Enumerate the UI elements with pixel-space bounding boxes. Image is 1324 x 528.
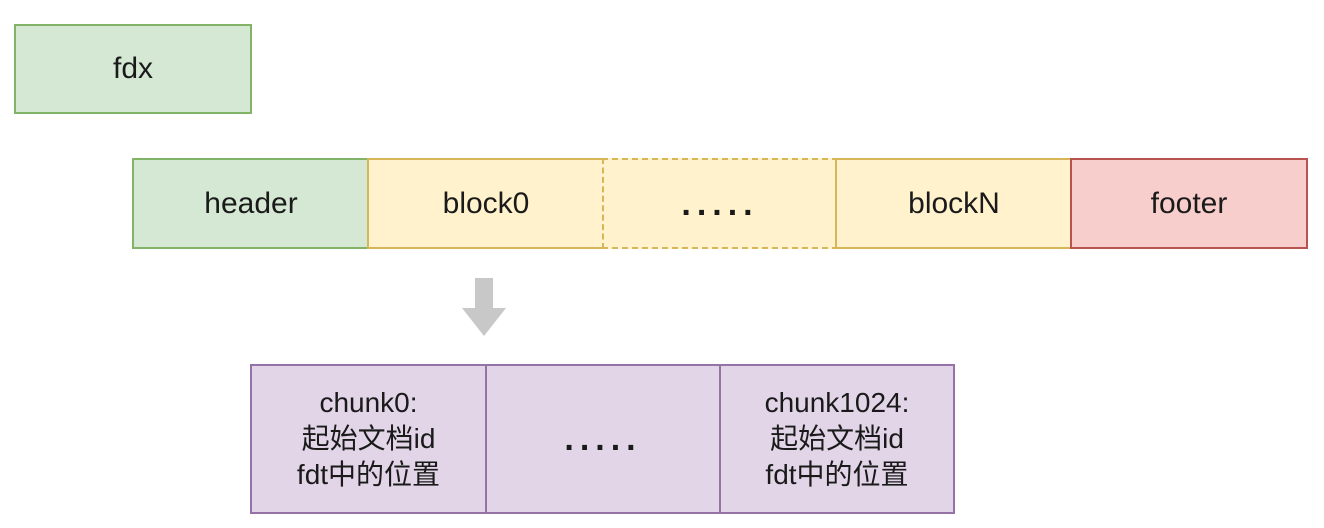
footer-node: footer xyxy=(1070,158,1308,249)
down-arrow-icon xyxy=(462,278,506,336)
block0-label: block0 xyxy=(442,186,530,220)
chunk1024-start-doc-id: 起始文档id xyxy=(770,423,904,454)
blockN-node: blockN xyxy=(835,158,1073,249)
blocks-ellipsis-node: ..... xyxy=(602,158,838,249)
blocks-ellipsis-label: ..... xyxy=(681,184,759,223)
chunks-ellipsis-label: ..... xyxy=(564,420,642,458)
chunk0-title: chunk0: xyxy=(319,387,418,418)
chunk1024-node: chunk1024: 起始文档id fdt中的位置 xyxy=(719,364,955,514)
chunk0-fdt-position: fdt中的位置 xyxy=(296,459,441,490)
block0-node: block0 xyxy=(367,158,605,249)
chunk1024-fdt-position: fdt中的位置 xyxy=(765,459,909,490)
chunk1024-title: chunk1024: xyxy=(764,387,910,418)
chunks-ellipsis-node: ..... xyxy=(485,364,721,514)
fdx-label: fdx xyxy=(112,52,154,85)
chunk0-node: chunk0: 起始文档id fdt中的位置 xyxy=(250,364,487,514)
header-node: header xyxy=(132,158,370,249)
header-label: header xyxy=(204,186,298,220)
fdx-node: fdx xyxy=(14,24,252,114)
chunk0-start-doc-id: 起始文档id xyxy=(301,423,436,454)
footer-label: footer xyxy=(1150,186,1228,220)
blockN-label: blockN xyxy=(908,186,1000,220)
